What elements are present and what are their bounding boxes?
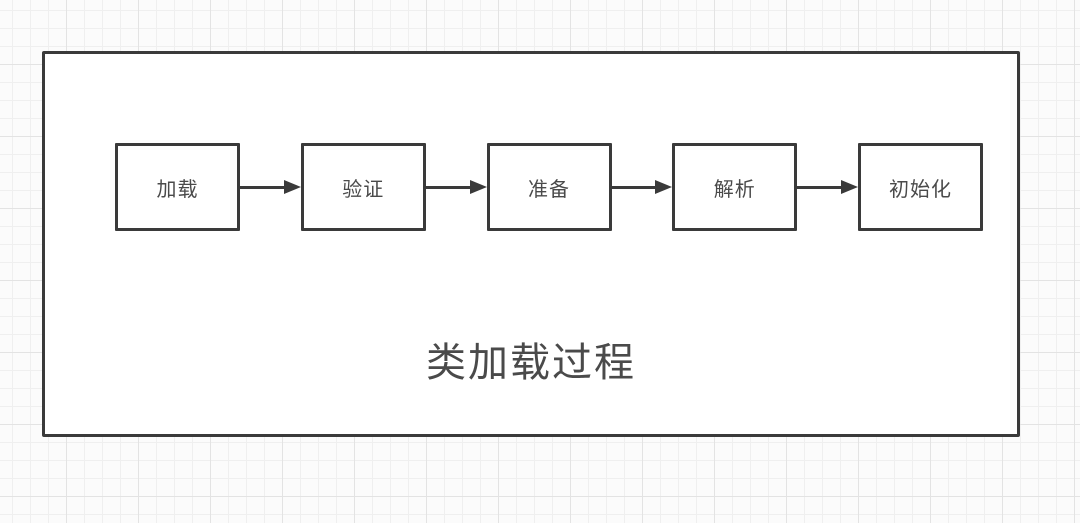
diagram-title: 类加载过程 [426,341,636,385]
flow-node-verify-label: 验证 [342,178,385,201]
flow-node-initialize: 初始化 [858,143,983,231]
diagram-panel: 加载 验证 准备 解析 [42,51,1020,437]
arrow-line [240,185,285,189]
flow-row: 加载 验证 准备 解析 [115,143,983,231]
arrow-right-icon [797,143,858,231]
arrow-right-icon [425,143,487,231]
arrow-right-icon [611,143,673,231]
arrow-line [425,185,471,189]
arrow-head-icon [841,180,858,194]
arrow-line [611,185,657,189]
flow-node-resolve: 解析 [672,143,798,231]
arrow-line [797,185,842,189]
flow-node-load: 加载 [115,143,240,231]
arrow-head-icon [655,180,673,194]
flow-node-load-label: 加载 [156,178,199,201]
flow-node-verify: 验证 [300,143,426,231]
arrow-right-icon [240,143,301,231]
flow-node-initialize-label: 初始化 [889,178,952,201]
arrow-head-icon [283,180,301,194]
flow-node-prepare-label: 准备 [528,178,570,201]
flow-node-prepare: 准备 [486,143,612,231]
flow-node-resolve-label: 解析 [713,178,756,201]
arrow-head-icon [469,180,487,194]
